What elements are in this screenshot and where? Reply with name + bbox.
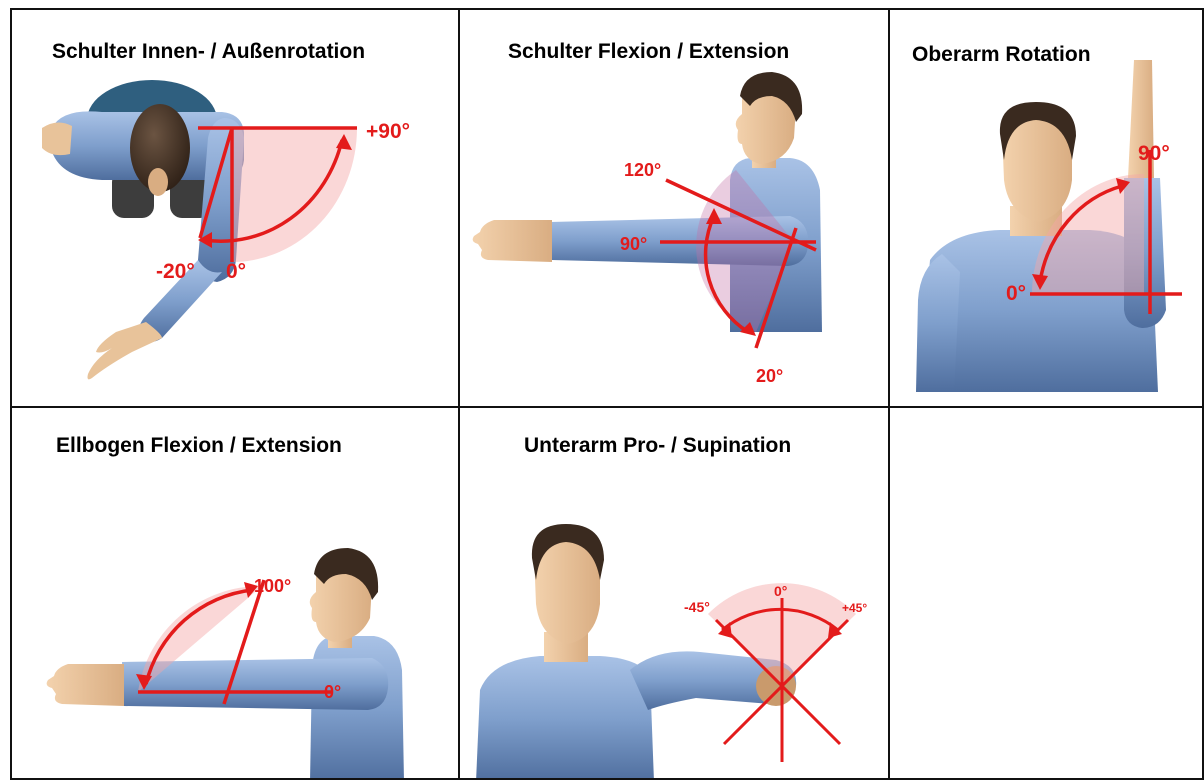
panel-empty xyxy=(888,406,1204,780)
panel-shoulder-flexion: Schulter Flexion / Extension xyxy=(458,8,890,408)
label-90: 90° xyxy=(1138,142,1170,165)
label-plus90: +90° xyxy=(366,120,410,143)
shoulder-rotation-illustration: +90° -20° 0° xyxy=(12,10,460,408)
panel-upper-arm-rotation: Oberarm Rotation xyxy=(888,8,1204,408)
label-100: 100° xyxy=(254,576,291,596)
label-20: 20° xyxy=(756,366,783,386)
figure-top-view xyxy=(42,80,244,379)
shoulder-flexion-illustration: 120° 90° 20° xyxy=(460,10,890,408)
figure-side-view xyxy=(47,548,404,780)
forearm-supination-illustration: -45° 0° +45° xyxy=(460,408,890,780)
panel-elbow-flexion: Ellbogen Flexion / Extension xyxy=(10,406,460,780)
elbow-flexion-illustration: 100° 0° xyxy=(12,408,460,780)
label-0: 0° xyxy=(324,682,341,702)
upper-arm-rotation-illustration: 90° 0° xyxy=(890,10,1204,408)
label-minus45: -45° xyxy=(684,599,710,615)
label-plus45: +45° xyxy=(842,601,867,615)
label-zero: 0° xyxy=(226,260,246,283)
label-90: 90° xyxy=(620,234,647,254)
label-120: 120° xyxy=(624,160,661,180)
label-minus20: -20° xyxy=(156,260,195,283)
panel-forearm-supination: Unterarm Pro- / Supination xyxy=(458,406,890,780)
label-0: 0° xyxy=(1006,282,1026,305)
label-0: 0° xyxy=(774,583,787,599)
panel-shoulder-rotation: Schulter Innen- / Außenrotation xyxy=(10,8,460,408)
